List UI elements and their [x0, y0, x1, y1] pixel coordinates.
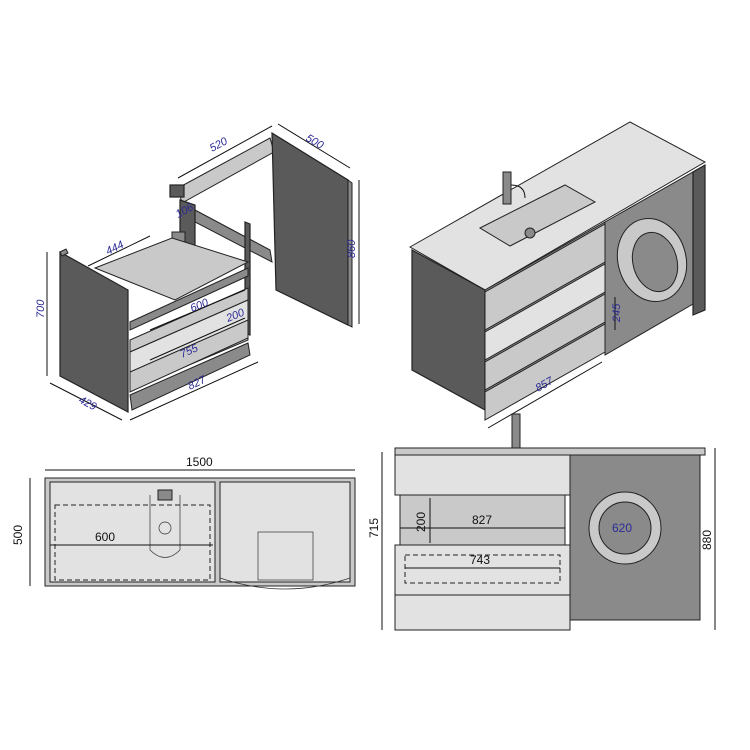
dim-label-860: 860 [346, 239, 358, 258]
faucet-spout [510, 184, 526, 199]
drawer-inner-outline [404, 554, 561, 584]
dim-line-520 [177, 125, 273, 179]
vanity-section-plan [49, 481, 216, 583]
dim-label-743: 743 [470, 553, 490, 567]
faucet-elevation-icon [511, 413, 521, 449]
washer-porthole-elevation [598, 501, 652, 555]
dim-line-857 [487, 361, 603, 429]
top-drawer-elevation [394, 454, 571, 496]
cabinet-top-shelf [93, 237, 250, 301]
dim-label-880: 880 [700, 530, 714, 550]
dim-line-500 [277, 123, 351, 169]
washer-outline-plan [257, 531, 314, 581]
exploded-cabinet-view: 520 500 860 444 700 600 200 755 827 429 … [35, 123, 360, 421]
dim-line-827 [129, 361, 259, 421]
plinth [129, 342, 251, 411]
dim-label-715: 715 [367, 518, 381, 538]
dim-label-500-plan: 500 [11, 525, 25, 545]
dim-label-444: 444 [104, 239, 126, 258]
right-panel-edge [347, 179, 353, 328]
countertop-front [394, 447, 706, 456]
basin [478, 184, 597, 247]
dim-line-444 [87, 235, 151, 267]
washer-door-arc [219, 577, 351, 590]
drain-plan-icon [158, 521, 172, 535]
dim-label-429: 429 [77, 394, 99, 413]
open-shelf-elevation [399, 494, 566, 546]
bottom-elevation [394, 594, 571, 631]
dim-line-755 [149, 317, 246, 361]
top-shelf-front [129, 267, 249, 331]
left-side-panel [59, 250, 129, 413]
assembled-vanity-view: 857 245 [408, 121, 707, 429]
drain-icon [524, 227, 536, 239]
dim-label-500: 500 [304, 132, 327, 152]
top-plan-view: 1500 500 600 [11, 455, 356, 590]
drawer-outline-plan [54, 504, 211, 581]
drawer-elevation [394, 544, 571, 596]
dim-label-600-plan: 600 [95, 530, 115, 544]
faucet-icon [502, 171, 512, 205]
washer-porthole [631, 231, 679, 293]
washer-side-panel [692, 163, 706, 316]
dim-label-700: 700 [35, 299, 47, 318]
basin-outline-plan [149, 495, 181, 558]
dim-label-520: 520 [208, 135, 231, 155]
lower-drawer [129, 319, 249, 393]
left-panel-edge [59, 248, 69, 257]
wall-bracket [169, 184, 185, 198]
dim-line-429 [49, 382, 123, 421]
dim-label-827-front: 827 [472, 513, 492, 527]
right-side-panel [271, 131, 349, 326]
dim-label-245: 245 [611, 303, 623, 323]
dim-label-620: 620 [612, 521, 632, 535]
dim-line-600 [149, 289, 246, 331]
front-elevation-view: 715 880 200 827 743 620 [367, 413, 716, 631]
dim-label-200: 200 [414, 512, 428, 532]
faucet-plan-icon [157, 489, 173, 501]
dim-label-1500: 1500 [186, 455, 213, 469]
